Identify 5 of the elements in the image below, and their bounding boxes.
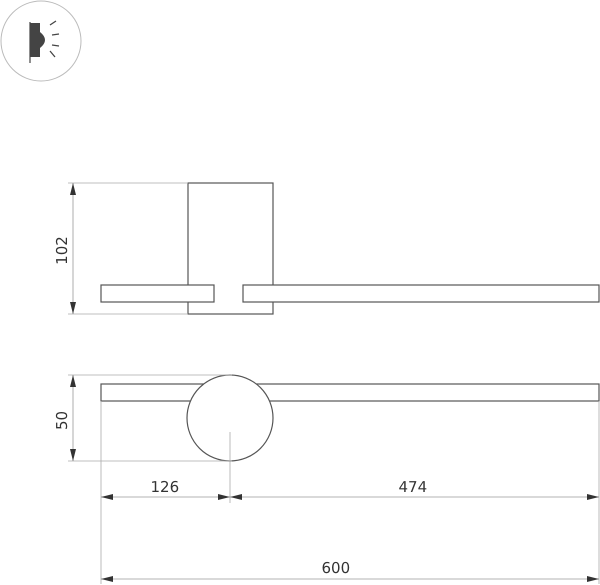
dimension-label: 50 <box>54 410 70 430</box>
dimension-label: 102 <box>54 236 70 264</box>
dimension-label: 600 <box>322 560 350 576</box>
dimension-label: 474 <box>398 480 428 494</box>
dimension-label: 126 <box>150 480 180 494</box>
